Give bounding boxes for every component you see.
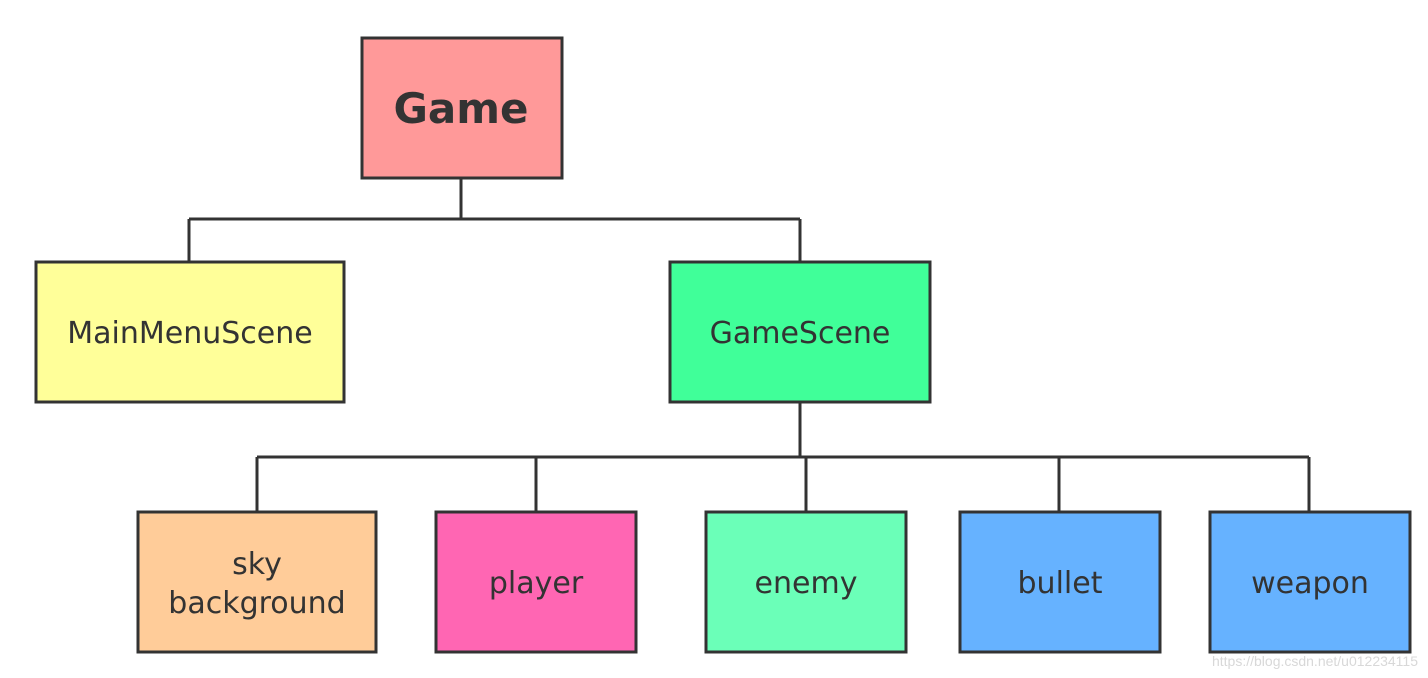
node-weapon: weapon	[1208, 510, 1412, 654]
node-weapon-box	[1208, 510, 1412, 654]
node-game: Game	[360, 36, 564, 180]
node-enemy-box	[704, 510, 908, 654]
node-sky-background: sky background	[136, 510, 378, 654]
node-sky-background-label-line1: sky	[232, 547, 282, 582]
node-weapon-label: weapon	[1251, 566, 1369, 601]
node-enemy-label: enemy	[755, 566, 858, 601]
node-gamescene: GameScene	[668, 260, 932, 404]
connectors-gamescene	[255, 402, 1311, 512]
watermark-text: https://blog.csdn.net/u012234115	[1212, 653, 1418, 669]
node-enemy: enemy	[704, 510, 908, 654]
node-player: player	[434, 510, 638, 654]
node-bullet-box	[958, 510, 1162, 654]
node-game-label: Game	[393, 84, 528, 133]
node-game-box	[360, 36, 564, 180]
node-mainmenuscene-label: MainMenuScene	[67, 316, 312, 351]
node-gamescene-box	[668, 260, 932, 404]
node-mainmenuscene: MainMenuScene	[34, 260, 346, 404]
node-gamescene-label: GameScene	[710, 316, 891, 351]
node-player-box	[434, 510, 638, 654]
node-mainmenuscene-box	[34, 260, 346, 404]
node-sky-background-label-line2: background	[168, 586, 345, 621]
node-bullet: bullet	[958, 510, 1162, 654]
node-player-label: player	[489, 566, 584, 601]
node-bullet-label: bullet	[1018, 566, 1103, 601]
node-sky-background-box	[136, 510, 378, 654]
connectors-game	[187, 178, 802, 262]
